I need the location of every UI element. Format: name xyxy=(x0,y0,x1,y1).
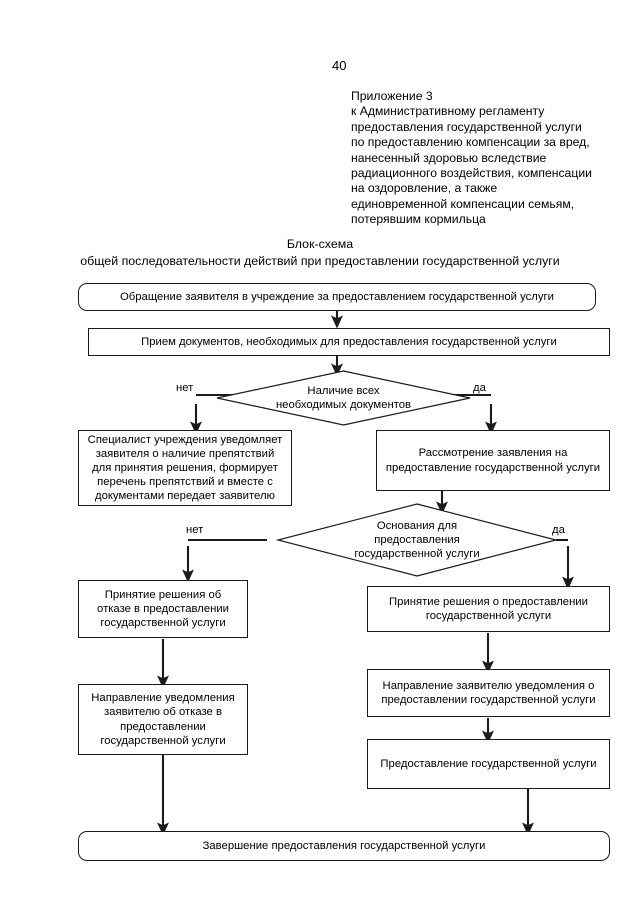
node-start[interactable]: Обращение заявителя в учреждение за пред… xyxy=(78,283,596,311)
annex-line: нанесенный здоровью вследствие xyxy=(351,150,547,165)
node-line: Предоставление государственной услуги xyxy=(380,757,597,770)
node-decision-refusal[interactable]: Принятие решения об отказе в предоставле… xyxy=(78,580,248,638)
annex-line: потерявшим кормильца xyxy=(351,212,486,227)
annex-line: радиационного воздействия, компенсации xyxy=(351,166,592,181)
node-line: Завершение предоставления государственно… xyxy=(202,839,486,852)
node-line: государственной услуги xyxy=(100,617,226,630)
node-line: перечень препятствий и вместе с xyxy=(97,476,273,489)
node-line: Направление заявителю уведомления о xyxy=(382,679,595,692)
node-intake-documents[interactable]: Прием документов, необходимых для предос… xyxy=(88,328,610,356)
node-decision-provide[interactable]: Принятие решения о предоставлении госуда… xyxy=(367,586,610,632)
node-specialist-notify[interactable]: Специалист учреждения уведомляет заявите… xyxy=(78,430,292,506)
page-number: 40 xyxy=(332,58,347,73)
annex-line: на оздоровление, а также xyxy=(351,181,498,196)
node-line: заявителя о наличие препятствий xyxy=(95,447,275,460)
node-intake-line: Прием документов, необходимых для предос… xyxy=(141,335,557,348)
branch-label-documents-no: нет xyxy=(176,382,194,394)
node-line: Рассмотрение заявления на xyxy=(418,447,568,460)
title-line: Блок-схема xyxy=(286,237,354,251)
node-provide-service[interactable]: Предоставление государственной услуги xyxy=(367,739,610,789)
annex-line: по предоставлению компенсации за вред, xyxy=(351,135,590,150)
node-line: предоставление государственной услуги xyxy=(385,461,601,474)
node-line: государственной услуги xyxy=(425,610,552,622)
node-line: предоставлении xyxy=(120,720,206,733)
node-line: документами передает заявителю xyxy=(94,490,276,503)
node-start-line: Обращение заявителя в учреждение за пред… xyxy=(120,290,554,303)
page-title: Блок-схема общей последовательности дейс… xyxy=(0,236,640,269)
node-line: государственной услуги xyxy=(100,734,226,747)
node-finish[interactable]: Завершение предоставления государственно… xyxy=(78,831,610,861)
diamond-shape xyxy=(275,503,559,577)
decision-grounds-for-service[interactable]: Основания для предоставления государстве… xyxy=(275,503,559,577)
node-notify-provide[interactable]: Направление заявителю уведомления о пред… xyxy=(367,669,610,717)
diamond-shape xyxy=(216,370,471,426)
annex-line: Приложение 3 xyxy=(351,89,433,103)
annex-line: к Административному регламенту xyxy=(351,104,545,119)
node-notify-refusal[interactable]: Направление уведомления заявителю об отк… xyxy=(78,684,248,755)
node-line: отказе в предоставлении xyxy=(97,602,229,615)
node-line: Направление уведомления xyxy=(91,692,235,705)
decision-documents-complete[interactable]: Наличие всех необходимых документов xyxy=(216,370,471,426)
annex-line: единовременной компенсации семьям, xyxy=(351,196,575,211)
annex-reference-block: Приложение 3 к Административному регламе… xyxy=(351,89,619,228)
node-line: Принятие решения об xyxy=(104,588,222,601)
node-line: Специалист учреждения уведомляет xyxy=(87,433,283,446)
node-line: Принятие решения о предоставлении xyxy=(389,595,588,608)
title-line: общей последовательности действий при пр… xyxy=(80,253,560,268)
node-review-application[interactable]: Рассмотрение заявления на предоставление… xyxy=(376,430,610,491)
branch-label-documents-yes: да xyxy=(473,382,486,394)
annex-line: предоставления государственной услуги xyxy=(351,119,582,134)
node-line: для принятия решения, формирует xyxy=(92,461,278,474)
node-line: заявителю об отказе в xyxy=(104,706,222,719)
node-line: предоставлении государственной услуги xyxy=(381,694,596,706)
branch-label-grounds-yes: да xyxy=(552,524,565,536)
branch-label-grounds-no: нет xyxy=(186,524,204,536)
